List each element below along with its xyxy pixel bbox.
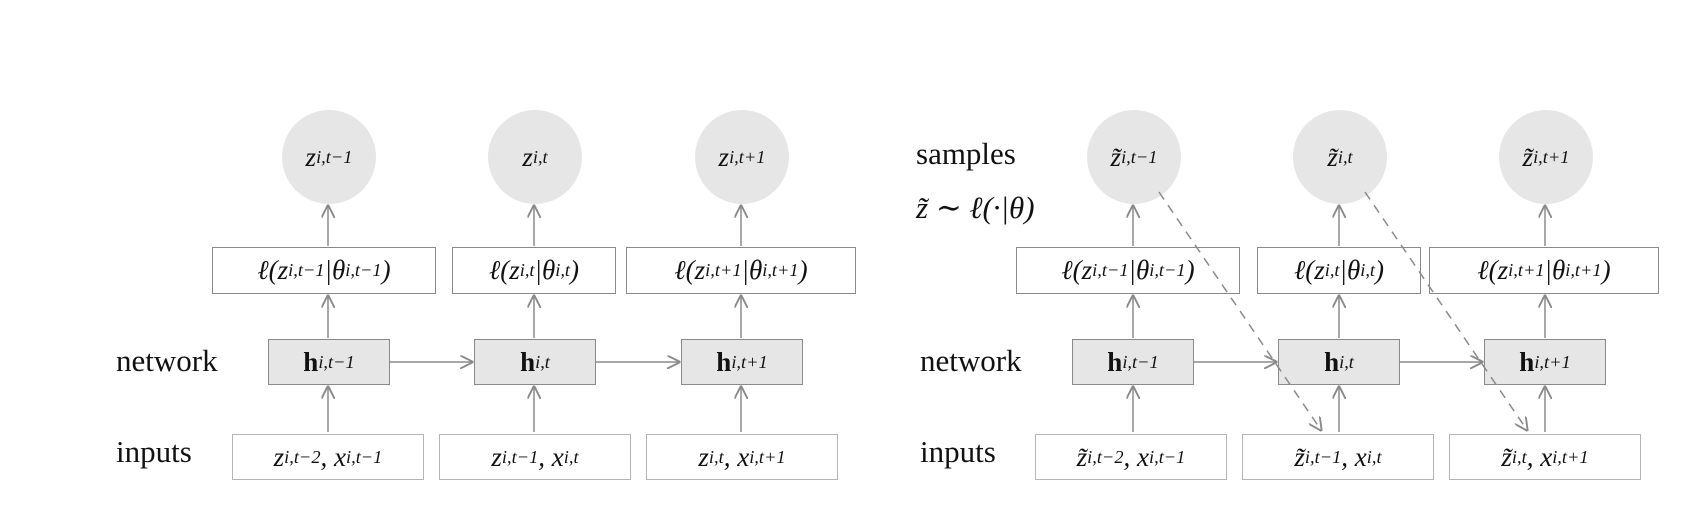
sample-symbol: z̃ — [1110, 141, 1122, 172]
output-symbol: z — [522, 141, 533, 172]
hidden-subscript: i,t−1 — [1122, 351, 1159, 372]
right-inputs-label: inputs — [920, 434, 996, 469]
sample-symbol: z̃ — [1522, 141, 1534, 172]
right-network-label: network — [920, 343, 1022, 378]
hidden-subscript: i,t — [535, 351, 550, 372]
right-sample-node-1: z̃i,t−1 — [1087, 110, 1181, 204]
hidden-symbol: h — [1107, 346, 1123, 377]
output-symbol: z — [718, 141, 730, 172]
right-sampling-label: z̃ ∼ ℓ(·|θ) — [916, 190, 1035, 225]
output-subscript: i,t+1 — [729, 146, 766, 167]
right-sample-node-2: z̃i,t — [1293, 110, 1387, 204]
hidden-symbol: h — [1519, 346, 1535, 377]
hidden-symbol: h — [1324, 346, 1340, 377]
left-network-label: network — [116, 343, 218, 378]
hidden-symbol: h — [303, 346, 319, 377]
hidden-subscript: i,t+1 — [1534, 351, 1571, 372]
sample-subscript: i,t — [1337, 146, 1353, 167]
dashed-sample-arrow — [1364, 191, 1527, 430]
hidden-subscript: i,t — [1339, 351, 1354, 372]
hidden-subscript: i,t−1 — [318, 351, 355, 372]
right-sample-node-3: z̃i,t+1 — [1499, 110, 1593, 204]
sample-subscript: i,t+1 — [1533, 146, 1570, 167]
output-subscript: i,t−1 — [316, 146, 353, 167]
output-symbol: z — [305, 141, 317, 172]
sample-symbol: z̃ — [1327, 141, 1338, 172]
dashed-sample-arrow — [1158, 191, 1321, 430]
hidden-symbol: h — [716, 346, 732, 377]
right-samples-label: samples — [916, 136, 1016, 171]
output-subscript: i,t — [532, 146, 548, 167]
hidden-subscript: i,t+1 — [731, 351, 768, 372]
left-inputs-label: inputs — [116, 434, 192, 469]
hidden-symbol: h — [520, 346, 536, 377]
sample-subscript: i,t−1 — [1121, 146, 1158, 167]
